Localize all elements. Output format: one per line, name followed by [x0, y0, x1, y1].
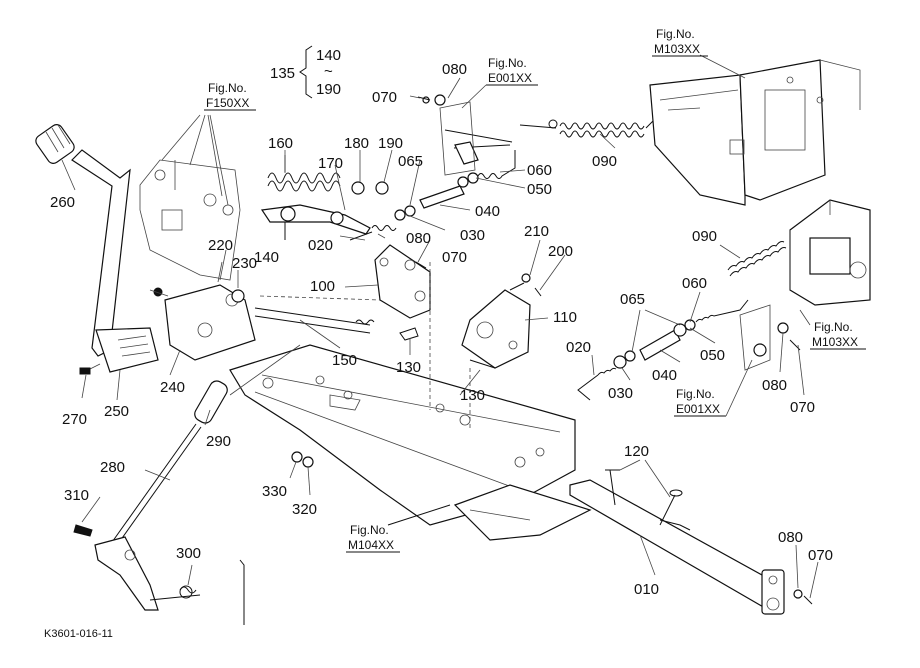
- part-label-250: 250: [104, 403, 129, 420]
- rod-assembly-upper: [349, 94, 516, 241]
- part-label-050: 050: [527, 181, 552, 198]
- part-label-070: 070: [372, 89, 397, 106]
- fig-ref-m103-right-caption: Fig.No.: [814, 320, 853, 334]
- part-labels: 260 160 170 180 190 140 020 030 040 050 …: [50, 61, 833, 598]
- part-label-300: 300: [176, 545, 201, 562]
- part-label-070-mid: 070: [442, 249, 467, 266]
- part-label-110: 110: [553, 309, 577, 326]
- part-label-065-right: 065: [620, 291, 645, 308]
- fig-ref-e001-top-caption: Fig.No.: [488, 56, 527, 70]
- part-label-130-lower: 130: [460, 387, 485, 404]
- part-label-065: 065: [398, 153, 423, 170]
- part-label-320: 320: [292, 501, 317, 518]
- bracket-110: [461, 273, 542, 369]
- fig-ref-e001-right-number: E001XX: [676, 402, 720, 416]
- pedal-280: [73, 380, 245, 625]
- chassis-m103-right: [727, 199, 871, 326]
- part-label-080-bottom: 080: [778, 529, 803, 546]
- part-label-280: 280: [100, 459, 125, 476]
- frame-m104: [229, 262, 592, 541]
- fig-ref-m104-number: M104XX: [348, 538, 394, 552]
- part-label-060: 060: [527, 162, 552, 179]
- rod-assembly-right: [577, 299, 801, 401]
- part-label-150: 150: [332, 352, 357, 369]
- part-label-010: 010: [634, 581, 659, 598]
- part-label-190: 190: [378, 135, 403, 152]
- range-label-start: 135: [270, 65, 295, 82]
- part-label-230: 230: [232, 255, 257, 272]
- fig-ref-e001-right-caption: Fig.No.: [676, 387, 715, 401]
- chassis-m103-top: [649, 54, 861, 206]
- part-label-070-bottom: 070: [808, 547, 833, 564]
- part-label-330: 330: [262, 483, 287, 500]
- part-label-260: 260: [50, 194, 75, 211]
- range-label-to: 190: [316, 81, 341, 98]
- part-label-020-right: 020: [566, 339, 591, 356]
- fig-ref-e001-top-number: E001XX: [488, 71, 532, 85]
- pedal-arm-260: [35, 124, 159, 375]
- part-label-240: 240: [160, 379, 185, 396]
- part-label-080-right: 080: [762, 377, 787, 394]
- part-label-090: 090: [592, 153, 617, 170]
- part-label-090-right: 090: [692, 228, 717, 245]
- part-label-070-right: 070: [790, 399, 815, 416]
- part-label-030: 030: [460, 227, 485, 244]
- bracket-f150: [139, 114, 241, 281]
- part-label-040: 040: [475, 203, 500, 220]
- rod-150: [254, 295, 381, 334]
- part-label-220: 220: [208, 237, 233, 254]
- fig-ref-m104-caption: Fig.No.: [350, 523, 389, 537]
- part-label-020: 020: [308, 237, 333, 254]
- fig-ref-f150-number: F150XX: [206, 96, 249, 110]
- range-label-from: 140: [316, 47, 341, 64]
- part-label-120: 120: [624, 443, 649, 460]
- drawing-reference-code: K3601-016-11: [44, 628, 113, 640]
- pins-130: [399, 327, 496, 369]
- fig-ref-m103-top-caption: Fig.No.: [656, 27, 695, 41]
- rod-010: [569, 469, 813, 615]
- leader-lines: [61, 77, 819, 599]
- part-label-310: 310: [64, 487, 89, 504]
- part-label-130-upper: 130: [396, 359, 421, 376]
- part-label-080: 080: [442, 61, 467, 78]
- part-label-180: 180: [344, 135, 369, 152]
- part-label-160: 160: [268, 135, 293, 152]
- part-label-060-right: 060: [682, 275, 707, 292]
- part-label-170: 170: [318, 155, 343, 172]
- part-label-140: 140: [254, 249, 279, 266]
- bracket-240: [149, 261, 256, 361]
- spring-090-top: [519, 117, 657, 138]
- part-label-200: 200: [548, 243, 573, 260]
- range-label-135: 135 140 ~ 190: [270, 45, 341, 99]
- figure-references: Fig.No. F150XX Fig.No. E001XX Fig.No. M1…: [204, 27, 866, 553]
- range-brace: [299, 45, 313, 99]
- part-label-100: 100: [310, 278, 335, 295]
- part-label-030-right: 030: [608, 385, 633, 402]
- part-label-040-right: 040: [652, 367, 677, 384]
- fig-ref-m103-right-number: M103XX: [812, 335, 858, 349]
- fig-ref-m103-top-number: M103XX: [654, 42, 700, 56]
- part-label-050-right: 050: [700, 347, 725, 364]
- drawing-linework: [35, 54, 871, 625]
- fig-ref-f150-caption: Fig.No.: [208, 81, 247, 95]
- part-label-210: 210: [524, 223, 549, 240]
- part-label-080-mid: 080: [406, 230, 431, 247]
- part-label-290: 290: [206, 433, 231, 450]
- part-label-270: 270: [62, 411, 87, 428]
- range-label-tilde: ~: [324, 63, 333, 80]
